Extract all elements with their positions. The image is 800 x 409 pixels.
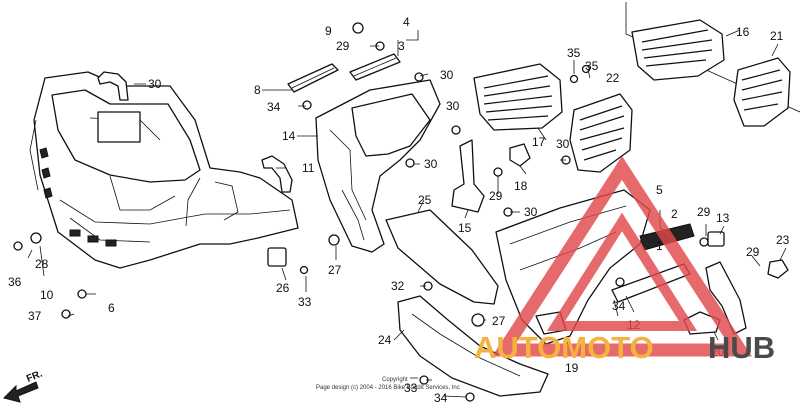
part-label-4: 4: [403, 15, 410, 29]
part-label-7: 30: [148, 77, 162, 91]
cover-part-25: [385, 209, 499, 305]
copyright-line-2: Page design (c) 2004 - 2016 Bike Bandit …: [316, 385, 460, 391]
watermark-logo: AUTOMOTO HUB: [474, 156, 775, 365]
part-label-8: 8: [254, 83, 261, 97]
copyright: Copyright Page design (c) 2004 - 2016 Bi…: [316, 377, 460, 391]
part-label-14: 14: [282, 129, 296, 143]
clip-part-18: [509, 143, 531, 167]
part-label-24: 24: [378, 333, 392, 347]
part-label-16: 16: [736, 25, 750, 39]
part-label-30-top: 30: [440, 68, 454, 82]
copyright-line-1: Copyright: [382, 377, 408, 383]
part-label-29-right: 29: [697, 205, 711, 219]
vent-part-17: [473, 63, 563, 131]
part-label-1: 1: [656, 239, 663, 253]
hose-part-11: [261, 155, 293, 193]
part-label-29-mid: 29: [489, 189, 503, 203]
part-label-33-b: 34: [434, 391, 448, 405]
part-label-18: 18: [514, 179, 528, 193]
watermark-brand-part-1: AUTOMOTO: [474, 330, 654, 365]
lower-cover-part-24: [397, 295, 549, 397]
fasteners: [13, 22, 709, 402]
part-label-3: 3: [398, 39, 405, 53]
part-label-30-left: 30: [424, 157, 438, 171]
part-label-26: 26: [276, 281, 290, 295]
grille-part-22: [569, 93, 633, 173]
part-label-15: 15: [458, 221, 472, 235]
part-label-36: 36: [8, 275, 22, 289]
part-label-31: 32: [391, 279, 405, 293]
part-label-35-a: 35: [567, 46, 581, 60]
part-label-30-low: 30: [524, 205, 538, 219]
front-direction-arrow: FR.: [3, 368, 44, 403]
part-label-29-top: 29: [336, 39, 350, 53]
part-label-23: 23: [776, 233, 790, 247]
part-label-30-right: 30: [556, 137, 570, 151]
part-label-32: 33: [298, 295, 312, 309]
part-label-37: 37: [28, 309, 42, 323]
grille-part-21: [733, 57, 791, 127]
part-label-10: 10: [40, 288, 54, 302]
watermark-triangle-icon: [492, 156, 752, 357]
part-label-6: 6: [108, 301, 115, 315]
part-label-34-top: 34: [267, 100, 281, 114]
part-label-2: 2: [671, 207, 678, 221]
watermark-brand-part-2: HUB: [708, 330, 775, 365]
clip-part-23: [767, 259, 789, 279]
clip-part-13: [707, 231, 725, 247]
part-label-25: 25: [418, 193, 432, 207]
inner-panel-part-14: [315, 79, 441, 253]
inner-cover-part-6: [29, 71, 299, 269]
part-label-27-low: 27: [492, 314, 506, 328]
hose-part-7: [97, 71, 129, 101]
part-label-29-far: 29: [746, 245, 760, 259]
stay-part-15: [451, 139, 485, 213]
bracket-part-8: [287, 63, 339, 93]
part-label-5: 5: [656, 183, 663, 197]
front-direction-label: FR.: [25, 368, 44, 384]
part-label-9: 9: [325, 24, 332, 38]
part-labels: 30 8 9 29 4 3 30 34 14 11 30 30 17 16 21…: [8, 15, 790, 405]
part-label-13: 13: [716, 211, 730, 225]
part-label-27-mid: 27: [328, 263, 342, 277]
part-label-28: 28: [35, 257, 49, 271]
part-label-11: 11: [302, 161, 315, 175]
part-label-17: 17: [532, 135, 546, 149]
part-label-21: 21: [770, 29, 784, 43]
part-label-34-low: 34: [612, 299, 626, 313]
part-label-30-mid: 30: [446, 99, 460, 113]
part-label-19: 19: [565, 361, 579, 375]
part-label-33-a: 33: [404, 381, 418, 395]
bracket-part-3: [349, 53, 401, 81]
grille-part-16: [631, 19, 725, 81]
part-label-22: 22: [606, 71, 620, 85]
clip-part-26: [267, 247, 287, 267]
part-label-35-b: 35: [585, 59, 599, 73]
